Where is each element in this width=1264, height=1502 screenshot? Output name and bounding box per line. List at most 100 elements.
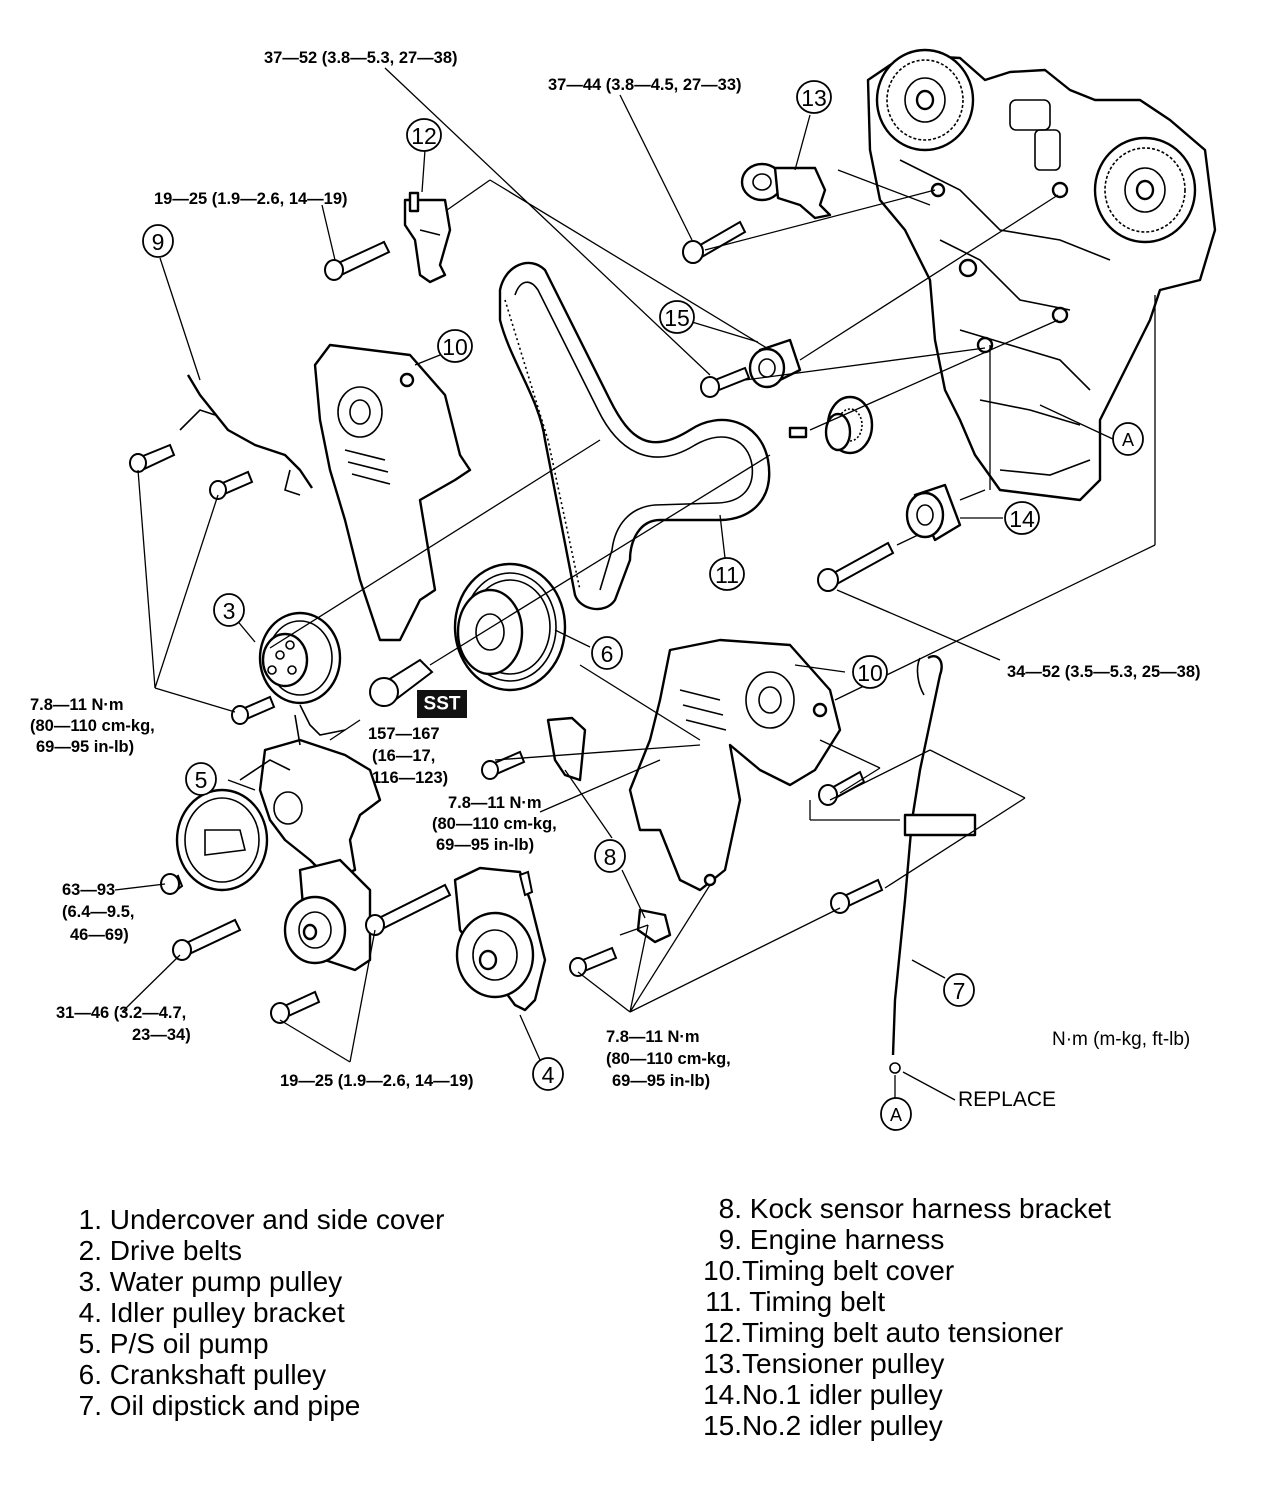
legend-num: 15. [703,1410,742,1441]
exploded-diagram: 3 4 5 6 7 8 9 10 10 11 12 13 14 15 A A S… [30,48,1217,1131]
auto-tensioner [403,191,452,284]
callout-14-label: 14 [1009,506,1035,532]
torque-left-line-1: 7.8—11 N·m [30,696,124,714]
callout-8: 8 [594,839,626,873]
callout-10-lower: 10 [852,655,888,689]
tensioner-pulley [740,162,832,220]
harness-bracket [546,716,672,944]
torque-specs: 37—52 (3.8—5.3, 27—38) 37—44 (3.8—4.5, 2… [30,49,1201,1090]
cam-sprocket-right [1093,136,1197,244]
legend-item-11: 11. Timing belt [696,1286,1111,1317]
callout-10-upper-label: 10 [442,334,468,360]
callout-9-label: 9 [152,229,165,255]
legend-num: 4. [78,1297,102,1328]
crankshaft-bolt [369,658,434,707]
callout-13: 13 [796,80,832,114]
torque-idler: 34—52 (3.5—5.3, 25—38) [1007,663,1201,681]
torque-bracket-line-1: 31—46 (3.2—4.7, [56,1004,186,1022]
callout-15: 15 [659,300,695,334]
legend-num: 7. [78,1390,102,1421]
legend-num: 11. [705,1286,742,1317]
replace-note: REPLACE [958,1088,1056,1111]
legend-num: 3. [78,1266,102,1297]
callout-12-label: 12 [411,123,437,149]
legend-text: Tensioner pulley [742,1348,945,1379]
torque-crank-line-1: 157—167 [368,725,440,743]
bolts [129,220,895,1024]
torque-mid-line-1: 7.8—11 N·m [448,794,542,812]
torque-bottom: 19—25 (1.9—2.6, 14—19) [280,1072,474,1090]
ps-oil-pump [175,704,382,892]
legend-text: Timing belt auto tensioner [742,1317,1064,1348]
torque-ps-line-3: 46—69) [70,926,129,944]
callout-6-label: 6 [601,641,614,667]
callout-a-upper-label: A [1122,430,1134,450]
torque-tensioner: 37—44 (3.8—4.5, 27—33) [548,76,742,94]
legend-item-3: 3. Water pump pulley [72,1266,444,1297]
legend-num: 12. [703,1317,742,1348]
callout-10-upper: 10 [437,329,473,363]
torque-cover-line-2: (80—110 cm-kg, [606,1050,731,1068]
callout-4-label: 4 [542,1062,555,1088]
legend-num: 9. [718,1224,742,1255]
callouts: 3 4 5 6 7 8 9 10 10 11 12 13 14 15 A A [142,80,1144,1131]
legend-item-10: 10.Timing belt cover [696,1255,1111,1286]
callout-9: 9 [142,224,174,258]
legend-text: Drive belts [109,1235,243,1266]
leader-lines [114,67,1156,1101]
callout-a-lower-label: A [890,1105,902,1125]
callout-12: 12 [406,118,442,152]
cam-sprocket-left [875,48,975,152]
legend-text: P/S oil pump [109,1328,269,1359]
callout-3-label: 3 [223,598,236,624]
legend-text: No.2 idler pulley [742,1410,943,1441]
sst-label: SST [424,694,461,715]
legend-num: 8. [718,1193,742,1224]
legend-item-8: 8. Kock sensor harness bracket [696,1193,1111,1224]
legend-text: Crankshaft pulley [109,1359,327,1390]
legend-text: Timing belt [749,1286,886,1317]
legend-left: 1. Undercover and side cover 2. Drive be… [72,1204,445,1421]
legend-text: Timing belt cover [742,1255,955,1286]
legend-text: Water pump pulley [109,1266,343,1297]
torque-cover-line-1: 7.8—11 N·m [606,1028,700,1046]
callout-13-label: 13 [801,85,827,111]
water-pump-pulley [258,611,342,705]
legend-item-2: 2. Drive belts [72,1235,444,1266]
timing-belt-cover-lower [628,638,842,892]
callout-7-label: 7 [953,978,966,1004]
legend-item-5: 5. P/S oil pump [72,1328,444,1359]
idler-pulley-bracket [283,858,547,1012]
legend-item-7: 7. Oil dipstick and pipe [72,1390,444,1421]
legend-item-4: 4. Idler pulley bracket [72,1297,444,1328]
callout-5: 5 [185,762,217,796]
torque-left-line-2: (80—110 cm-kg, [30,717,155,735]
legend-num: 5. [78,1328,102,1359]
torque-ps-line-1: 63—93 [62,881,115,899]
legend-text: Oil dipstick and pipe [109,1390,361,1421]
timing-belt-cover-upper [313,343,472,642]
torque-bracket-line-2: 23—34) [132,1026,191,1044]
callout-a-lower: A [880,1097,912,1131]
callout-15-label: 15 [664,305,690,331]
legend-item-6: 6. Crankshaft pulley [72,1359,444,1390]
torque-top: 37—52 (3.8—5.3, 27—38) [264,49,458,67]
legend-text: No.1 idler pulley [742,1379,943,1410]
no1-idler-pulley [905,483,962,542]
callout-10-lower-label: 10 [857,660,883,686]
callout-5-label: 5 [195,767,208,793]
sst-badge: SST [417,690,467,718]
callout-3: 3 [213,593,245,627]
callout-4: 4 [532,1057,564,1091]
engine-block [866,48,1217,502]
legend-item-14: 14.No.1 idler pulley [696,1379,1111,1410]
legend-item-15: 15.No.2 idler pulley [696,1410,1111,1441]
legend-num: 2. [78,1235,102,1266]
torque-mid-line-3: 69—95 in-lb) [436,836,534,854]
legend-text: Idler pulley bracket [109,1297,345,1328]
legend-text: Undercover and side cover [109,1204,445,1235]
legend-item-9: 9. Engine harness [696,1224,1111,1255]
timing-belt [498,261,771,611]
legend-num: 13. [703,1348,742,1379]
torque-crank-line-2: (16—17, [372,747,435,765]
